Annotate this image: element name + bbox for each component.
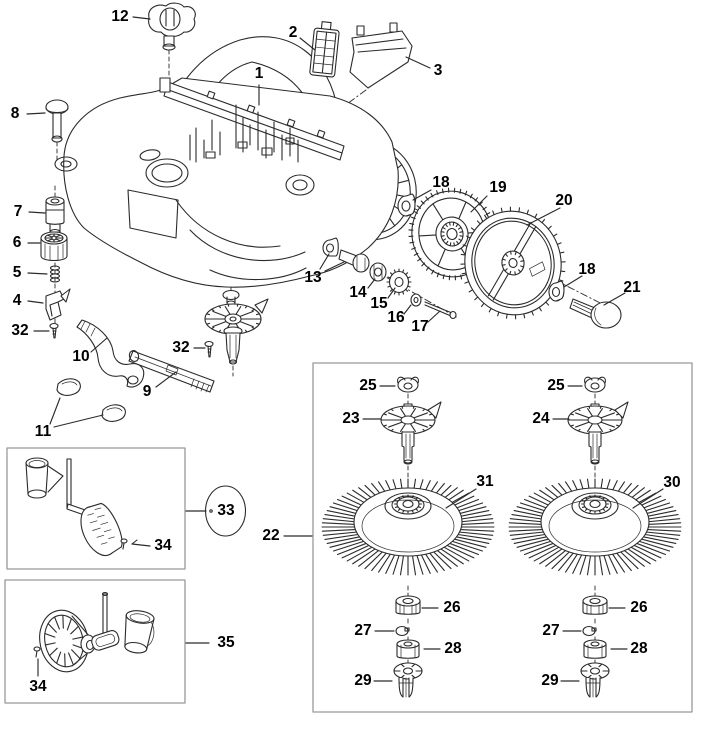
part-20-wheel (460, 206, 566, 320)
box35-contents (33, 591, 155, 673)
part-label-15: 15 (370, 295, 388, 312)
part-12-knob (148, 2, 196, 51)
highlight-ring (204, 485, 247, 537)
blade-hub (204, 289, 269, 365)
part-18b-bearing (548, 280, 565, 302)
part-label-3: 3 (433, 62, 443, 79)
part-10-lever (76, 319, 145, 388)
part-4-clip (45, 288, 71, 321)
part-3-cover (349, 22, 413, 89)
part-label-24: 24 (532, 410, 550, 427)
part-label-26R: 26 (630, 599, 648, 616)
part-label-33: 33 (217, 502, 235, 519)
part-label-32a: 32 (11, 322, 29, 339)
part-label-31: 31 (476, 473, 494, 490)
part-label-32b: 32 (172, 339, 190, 356)
part-label-9: 9 (142, 383, 152, 400)
part-label-25L: 25 (359, 377, 377, 394)
part-label-35: 35 (217, 634, 235, 651)
deck-ribs (189, 104, 299, 163)
part-label-12: 12 (111, 8, 129, 25)
part-8-plug (45, 99, 69, 143)
part-label-27L: 27 (354, 622, 372, 639)
part-label-30: 30 (663, 474, 681, 491)
part-32b-screw (204, 340, 214, 358)
part-label-28L: 28 (444, 640, 462, 657)
part-label-18b: 18 (578, 261, 596, 278)
part-label-13: 13 (304, 269, 322, 286)
part-label-17: 17 (411, 318, 429, 335)
part-5-spring (49, 265, 61, 283)
part-21-axle-bolt (569, 298, 622, 329)
part-label-34a: 34 (154, 537, 172, 554)
part-6-damper (40, 231, 68, 262)
part-label-19: 19 (489, 179, 507, 196)
part-label-28R: 28 (630, 640, 648, 657)
part-label-8: 8 (10, 105, 20, 122)
part-label-10: 10 (72, 348, 90, 365)
part-32a-screw (49, 322, 59, 339)
parts-13-17 (322, 237, 457, 320)
part-11-clips (56, 378, 126, 422)
part-label-14: 14 (349, 284, 367, 301)
box33-contents (25, 457, 128, 557)
part-label-27R: 27 (542, 622, 560, 639)
part-label-34b: 34 (29, 678, 47, 695)
cutter-assembly (321, 376, 495, 698)
part-label-29L: 29 (354, 672, 372, 689)
part-9-bar (128, 350, 215, 393)
part-label-20: 20 (555, 192, 573, 209)
part-label-22: 22 (262, 527, 280, 544)
part-label-23: 23 (342, 410, 360, 427)
part-label-6: 6 (12, 234, 22, 251)
part-label-29R: 29 (541, 672, 559, 689)
part-label-1: 1 (254, 65, 264, 82)
part-label-5: 5 (12, 264, 22, 281)
part-2-battery (309, 21, 340, 78)
part-label-11: 11 (34, 423, 52, 440)
part-label-2: 2 (288, 24, 298, 41)
part-label-18a: 18 (432, 174, 450, 191)
part-label-7: 7 (13, 203, 23, 220)
part-7-sleeve (45, 196, 65, 236)
part-label-21: 21 (623, 279, 641, 296)
part-label-4: 4 (12, 292, 22, 309)
part-label-26L: 26 (443, 599, 461, 616)
part-label-25R: 25 (547, 377, 565, 394)
leader-lines (26, 16, 664, 682)
part-label-16: 16 (387, 309, 405, 326)
mower-deck (54, 36, 399, 288)
